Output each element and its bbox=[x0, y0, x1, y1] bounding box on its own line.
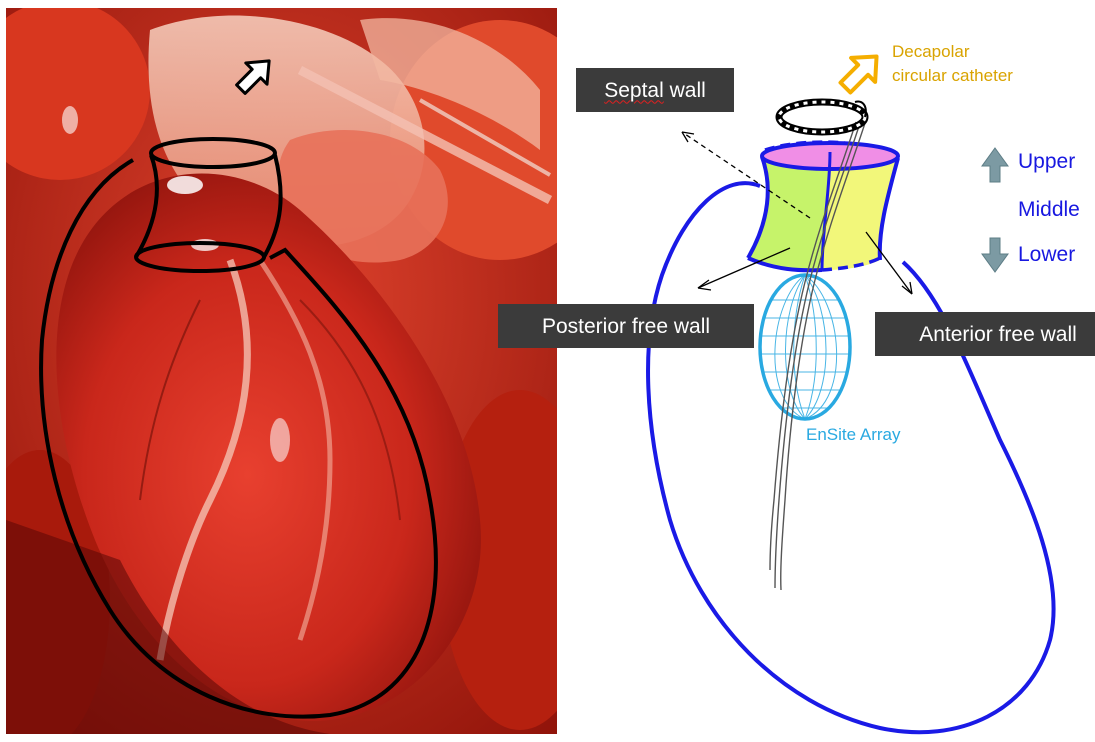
decapolar-label-line2: circular catheter bbox=[892, 64, 1013, 88]
decapolar-catheter-label: Decapolar circular catheter bbox=[892, 40, 1013, 88]
ensite-array bbox=[760, 275, 850, 419]
posterior-free-wall-label: Posterior free wall bbox=[498, 304, 754, 348]
decapolar-label-line1: Decapolar bbox=[892, 40, 1013, 64]
septal-wall-word: wall bbox=[664, 80, 706, 101]
septal-word: Septal bbox=[604, 80, 664, 101]
upper-level-label: Upper bbox=[1018, 150, 1075, 174]
heart-photograph bbox=[0, 0, 610, 742]
decapolar-catheter-ring bbox=[779, 102, 866, 132]
anterior-free-wall-label: Anterior free wall bbox=[875, 312, 1095, 356]
lower-level-label: Lower bbox=[1018, 243, 1075, 267]
septal-wall-label: Septal wall bbox=[576, 68, 734, 112]
middle-level-label: Middle bbox=[1018, 198, 1080, 222]
hollow-down-left-arrow-icon bbox=[833, 44, 888, 99]
up-arrow-icon bbox=[982, 148, 1008, 182]
down-arrow-icon bbox=[982, 238, 1008, 272]
ensite-array-label: EnSite Array bbox=[806, 425, 901, 445]
